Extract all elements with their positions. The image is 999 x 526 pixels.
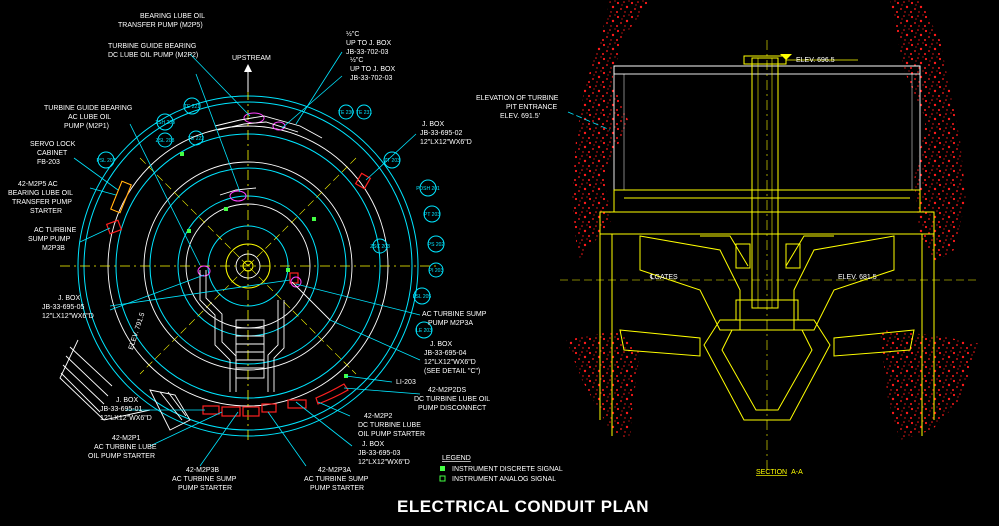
legend-title: LEGEND xyxy=(442,455,471,462)
bubble-psl207: PSL 207 xyxy=(97,158,116,164)
instrument-bubbles xyxy=(97,97,445,339)
analog-signal-icon xyxy=(439,475,446,482)
bubble-pdsh201: PDSH 201 xyxy=(416,186,440,192)
li203-label: LI-203 xyxy=(396,379,416,386)
elev-label: ELEV. 791.5 xyxy=(128,312,147,351)
plan-view: TE 221 TE 222 ZSH 203 ZSL 203 TE 230 TE … xyxy=(8,13,563,492)
discrete-signal-icon xyxy=(440,466,445,471)
bubble-ps202: PS 202 xyxy=(428,242,445,248)
bubble-zsh203: ZSH 203 xyxy=(155,120,175,126)
bubble-te222: TE 222 xyxy=(188,136,204,142)
bubble-le203: LE 203 xyxy=(416,328,432,334)
elev-top-label: ELEV. 696.5 xyxy=(796,57,835,64)
bubble-pt203: PT 203 xyxy=(424,212,440,218)
bubble-te230: TE 230 xyxy=(338,110,354,116)
gates-label: ℄GATES xyxy=(649,274,678,281)
legend: LEGEND INSTRUMENT DISCRETE SIGNAL INSTRU… xyxy=(439,455,563,483)
bubble-zt203: ZT 203 xyxy=(384,158,400,164)
bubble-pi203: PI 203 xyxy=(429,268,444,274)
elev-mid-label: ELEV. 681.5 xyxy=(838,274,877,281)
starter-row xyxy=(202,383,349,417)
bubble-te231: TE 231 xyxy=(356,110,372,116)
drawing-title: ELECTRICAL CONDUIT PLAN xyxy=(397,497,649,516)
upstream-label: UPSTREAM xyxy=(232,55,271,62)
bubble-lsl205: LSL 205 xyxy=(413,294,432,300)
bubble-zsc203: ZSC 203 xyxy=(370,244,390,250)
legend-discrete: INSTRUMENT DISCRETE SIGNAL xyxy=(452,466,563,473)
bubble-zsl203: ZSL 203 xyxy=(156,138,175,144)
bubble-te221: TE 221 xyxy=(184,104,200,110)
legend-analog: INSTRUMENT ANALOG SIGNAL xyxy=(452,476,556,483)
